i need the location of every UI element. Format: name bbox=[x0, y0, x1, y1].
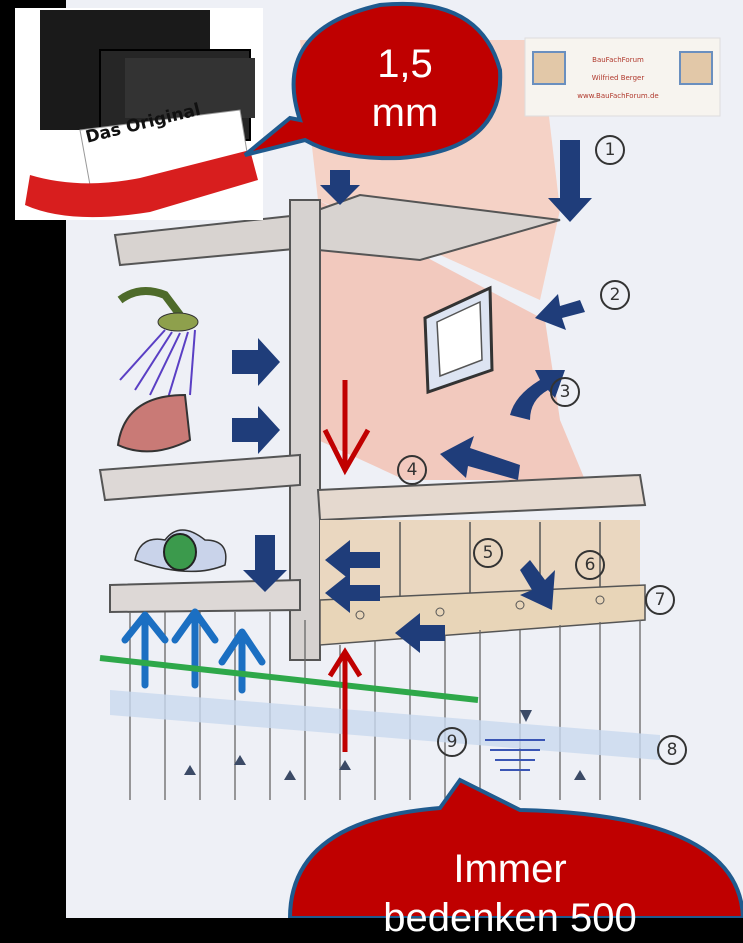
number-label-5: 5 bbox=[473, 543, 503, 563]
number-label-9: 9 bbox=[437, 732, 467, 752]
number-label-8: 8 bbox=[657, 740, 687, 760]
number-label-1: 1 bbox=[595, 140, 625, 160]
callout-bottom-text: Immer bedenken 500 bbox=[300, 845, 720, 943]
callout-top-text: 1,5 mm bbox=[330, 40, 480, 138]
number-label-2: 2 bbox=[600, 285, 630, 305]
number-label-7: 7 bbox=[645, 590, 675, 610]
callout-bottom-line-2: bedenken 500 bbox=[300, 894, 720, 943]
logo-line-3: www.BauFachForum.de bbox=[548, 92, 688, 100]
number-label-4: 4 bbox=[397, 460, 427, 480]
callout-top-line-1: 1,5 bbox=[330, 40, 480, 89]
callout-bottom-line-1: Immer bbox=[300, 845, 720, 894]
logo-line-2: Wilfried Berger bbox=[548, 74, 688, 82]
logo-line-1: BauFachForum bbox=[548, 56, 688, 64]
callout-top-line-2: mm bbox=[330, 89, 480, 138]
number-label-3: 3 bbox=[550, 382, 580, 402]
number-label-6: 6 bbox=[575, 555, 605, 575]
